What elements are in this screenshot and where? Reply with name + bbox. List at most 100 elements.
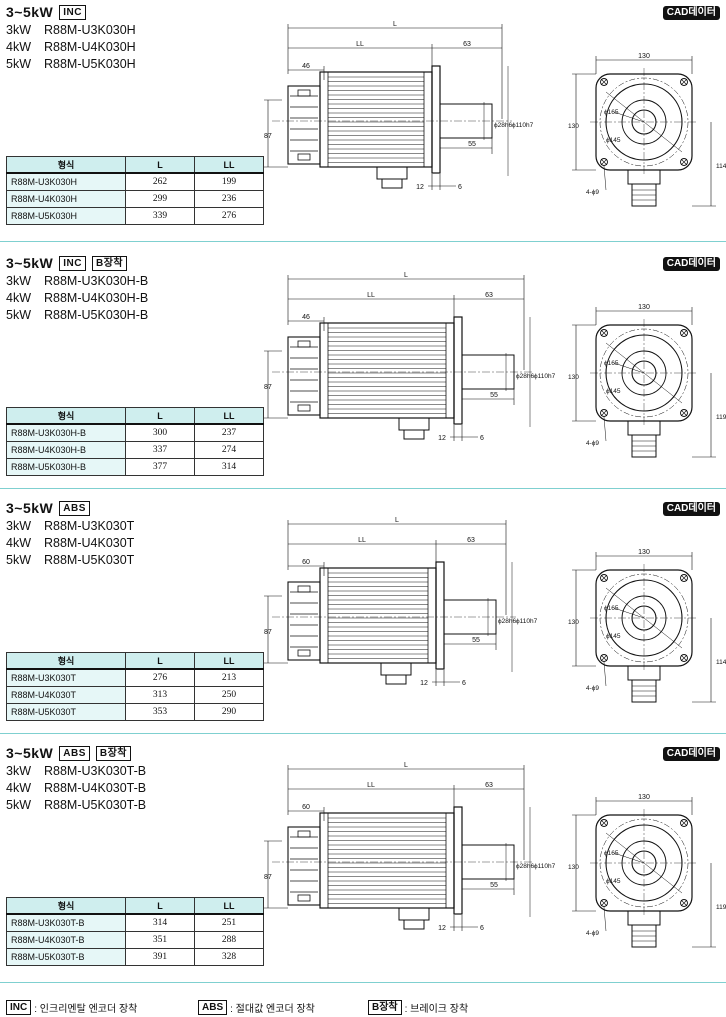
model-power: 3kW	[6, 764, 31, 778]
table-cell: 199	[194, 172, 264, 191]
legend-brake-text: : 브레이크 장착	[404, 1004, 469, 1015]
dim-L-label: L	[395, 517, 399, 524]
dim-flange-12-label: 12	[438, 435, 446, 442]
table-cell: R88M-U5K030H	[6, 207, 126, 225]
model-list-item: 3kW R88M-U3K030H-B	[6, 273, 148, 290]
table-cell: R88M-U5K030T-B	[6, 948, 126, 966]
table-cell: 276	[194, 207, 264, 225]
table-header-cell: 형식	[6, 897, 126, 915]
cad-data-button[interactable]: CAD데이터	[662, 257, 720, 271]
cad-data-button[interactable]: CAD데이터	[662, 747, 720, 761]
model-list-item: 5kW R88M-U5K030H	[6, 56, 136, 73]
model-name: R88M-U5K030H	[44, 57, 136, 71]
legend-inc: INC: 인크리멘탈 엔코더 장착	[6, 1000, 137, 1015]
model-name: R88M-U5K030H-B	[44, 308, 149, 322]
dim-shaft-diameter-label: ϕ28h6	[494, 122, 512, 129]
model-name: R88M-U3K030T	[44, 519, 135, 533]
table-cell: R88M-U4K030H	[6, 190, 126, 208]
dim-height-114-label: 119	[716, 904, 726, 911]
dim-L-label: L	[393, 21, 397, 28]
dim-encoder-length-label: 60	[302, 559, 310, 566]
model-power: 5kW	[6, 553, 31, 567]
table-header-cell: L	[125, 652, 195, 670]
cad-data-button[interactable]: CAD데이터	[662, 502, 720, 516]
power-range-text: 3~5kW	[6, 255, 54, 271]
dim-encoder-length-label: 60	[302, 804, 310, 811]
table-cell: R88M-U3K030H	[6, 172, 126, 191]
table-cell: 314	[125, 913, 195, 932]
model-name: R88M-U4K030T	[44, 536, 135, 550]
dim-flange-spigot-label: ϕ110h7	[534, 373, 556, 380]
dim-flange-6-label: 6	[480, 435, 484, 442]
table-header-cell: L	[125, 407, 195, 425]
dim-pcd-label: ϕ165	[604, 605, 619, 612]
dim-flange-height-label: 130	[568, 123, 579, 130]
table-header-cell: 형식	[6, 407, 126, 425]
table-cell: R88M-U4K030T-B	[6, 931, 126, 949]
legend-inc-text: : 인크리멘탈 엔코더 장착	[34, 1004, 138, 1015]
encoder-badge: B장착	[95, 746, 131, 761]
dim-height-87-label: 87	[264, 874, 272, 881]
section-separator	[0, 982, 726, 983]
table-cell: 314	[194, 458, 264, 476]
legend-abs-badge: ABS	[198, 1000, 228, 1015]
dim-encoder-length-label: 46	[302, 63, 310, 70]
dim-63-label: 63	[485, 782, 493, 789]
cad-data-button[interactable]: CAD데이터	[662, 6, 720, 20]
model-name: R88M-U3K030H-B	[44, 274, 149, 288]
table-cell: R88M-U3K030H-B	[6, 423, 126, 442]
table-cell: 313	[125, 686, 195, 704]
model-name: R88M-U4K030T-B	[44, 781, 147, 795]
dim-height-87-label: 87	[264, 384, 272, 391]
table-cell: 213	[194, 668, 264, 687]
table-cell: R88M-U5K030H-B	[6, 458, 126, 476]
section-separator	[0, 488, 726, 489]
dim-pcd-label: ϕ165	[604, 109, 619, 116]
model-name: R88M-U3K030H	[44, 23, 136, 37]
dim-shaft-length-label: 55	[490, 392, 498, 399]
dim-height-87-label: 87	[264, 629, 272, 636]
model-name: R88M-U4K030H-B	[44, 291, 149, 305]
model-power: 3kW	[6, 274, 31, 288]
table-cell: 300	[125, 423, 195, 442]
legend-brake: B장착: 브레이크 장착	[368, 1000, 468, 1015]
table-cell: 276	[125, 668, 195, 687]
dim-63-label: 63	[463, 41, 471, 48]
dim-flange-height-label: 130	[568, 864, 579, 871]
dim-LL-label: LL	[356, 41, 364, 48]
encoder-badge: B장착	[91, 256, 128, 271]
model-power: 5kW	[6, 57, 31, 71]
table-cell: 288	[194, 931, 264, 949]
model-power: 4kW	[6, 40, 31, 54]
dim-pcd-label: ϕ165	[604, 360, 619, 367]
dim-encoder-length-label: 46	[302, 314, 310, 321]
table-cell: 299	[125, 190, 195, 208]
dim-mounting-holes-label: 4-ϕ9	[586, 440, 599, 447]
legend-inc-badge: INC	[6, 1000, 32, 1015]
model-power: 4kW	[6, 536, 31, 550]
table-cell: R88M-U4K030T	[6, 686, 126, 704]
dim-LL-label: LL	[358, 537, 366, 544]
dim-flange-height-label: 130	[568, 619, 579, 626]
